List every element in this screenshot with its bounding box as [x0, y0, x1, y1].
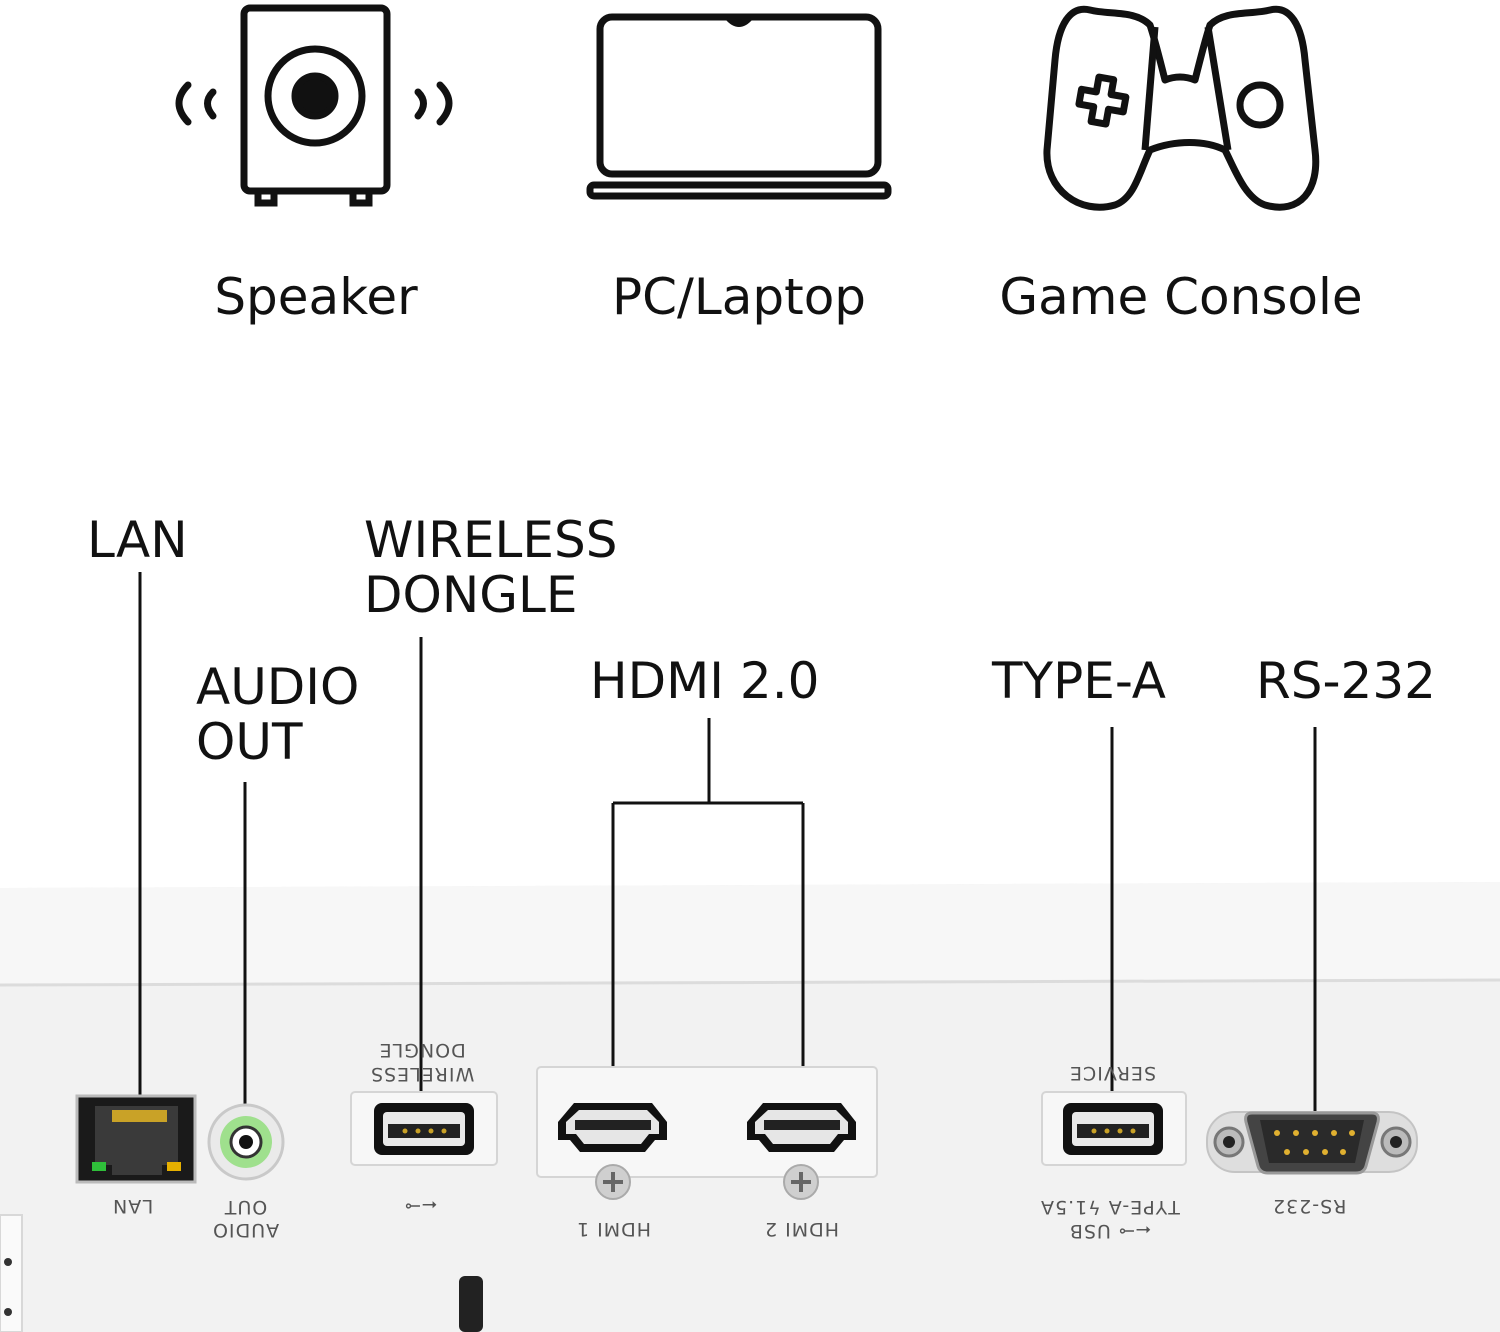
panel-label-wireless-dongle: WIRELESS DONGLE: [370, 1038, 474, 1086]
panel-label-audio-out: AUDIO OUT: [212, 1195, 279, 1241]
speaker-icon: [175, 4, 453, 207]
panel-label-usb-type-a: ⭠⊸ USB TYPE-A ϟ1.5A: [1040, 1195, 1180, 1243]
panel-label-rs232: RS-232: [1272, 1195, 1347, 1217]
audio-out-callout: AUDIO OUT: [196, 660, 359, 770]
panel-wireless-line1: WIRELESS: [370, 1063, 475, 1085]
panel-label-lan: LAN: [112, 1195, 154, 1217]
panel-label-hdmi2: HDMI 2: [764, 1218, 840, 1240]
laptop-icon: [586, 13, 892, 200]
wireless-callout-line2: DONGLE: [364, 566, 578, 624]
wireless-dongle-usb-port: [350, 1091, 498, 1166]
hdmi-callout: HDMI 2.0: [590, 652, 820, 710]
lan-port: [75, 1094, 197, 1184]
panel-usb-line1: ⭠⊸ USB: [1068, 1220, 1152, 1242]
rs232-callout: RS-232: [1256, 652, 1436, 710]
panel-audio-line1: AUDIO: [212, 1219, 280, 1241]
console-label: Game Console: [999, 268, 1363, 326]
wireless-callout-line1: WIRELESS: [364, 511, 618, 569]
gamepad-icon: [1043, 5, 1320, 211]
panel-wireless-line2: DONGLE: [378, 1039, 466, 1061]
speaker-label: Speaker: [214, 268, 418, 326]
audio-out-jack: [207, 1103, 285, 1181]
panel-label-hdmi1: HDMI 1: [576, 1218, 652, 1240]
audio-callout-line2: OUT: [196, 713, 303, 771]
hdmi-port-group: [536, 1066, 878, 1200]
wireless-dongle-callout: WIRELESS DONGLE: [364, 513, 617, 623]
panel-usb-line2: TYPE-A ϟ1.5A: [1040, 1196, 1180, 1218]
panel-audio-line2: OUT: [223, 1196, 268, 1218]
panel-label-service: SERVICE: [1069, 1062, 1157, 1084]
rs232-port: [1206, 1111, 1418, 1175]
lan-callout: LAN: [87, 511, 188, 569]
typea-callout: TYPE-A: [992, 652, 1166, 710]
panel-usb-symbol: ⭠⊸: [404, 1195, 438, 1217]
service-usb-type-a-port: [1041, 1091, 1187, 1166]
audio-callout-line1: AUDIO: [196, 658, 360, 716]
laptop-label: PC/Laptop: [611, 268, 867, 326]
